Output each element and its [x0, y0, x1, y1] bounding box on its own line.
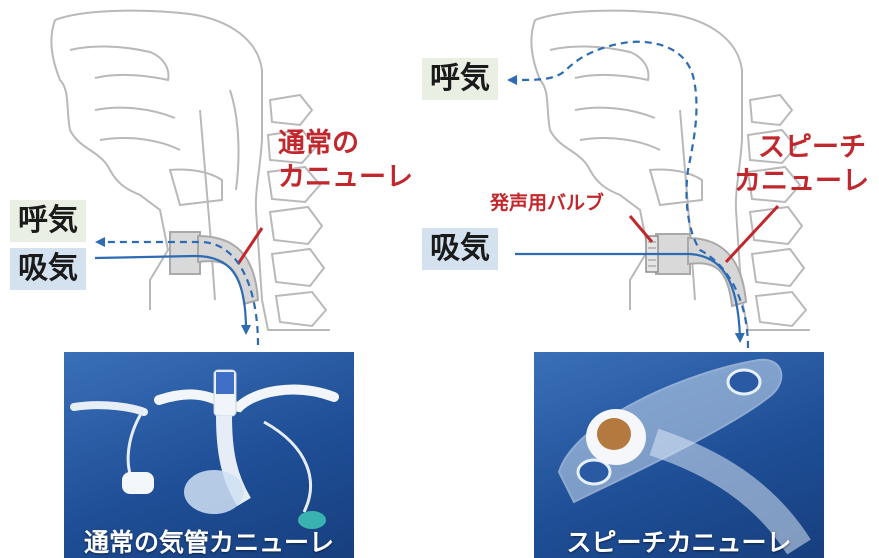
speech-cannula-photo: スピーチカニューレ — [534, 352, 824, 558]
standard-cannula-caption: 通常の気管カニューレ — [64, 528, 354, 558]
right-exhale-label: 呼気 — [422, 58, 498, 100]
right-cannula-label-line2: カニューレ — [734, 166, 869, 198]
right-cannula-label-line1: スピーチ — [758, 132, 866, 164]
speech-cannula-caption: スピーチカニューレ — [534, 528, 824, 558]
right-inhale-arrow — [515, 254, 740, 338]
left-cannula-label-line2: カニューレ — [278, 162, 413, 194]
right-inhale-label: 吸気 — [422, 228, 498, 270]
valve-label: 発声用バルブ — [490, 192, 604, 214]
left-cannula-label-line1: 通常の — [278, 128, 359, 160]
standard-cannula-photo: 通常の気管カニューレ — [64, 352, 354, 558]
right-cannula-tube — [656, 234, 746, 306]
left-exhale-label: 呼気 — [10, 200, 86, 242]
left-inhale-label: 吸気 — [10, 248, 86, 290]
right-spine — [748, 95, 806, 326]
